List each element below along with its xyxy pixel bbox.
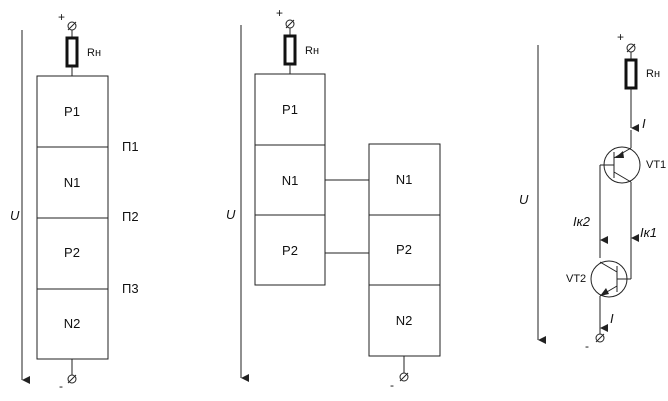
left-label-n1: N1 <box>282 173 299 188</box>
right-layer-p2 <box>368 214 441 286</box>
terminal-bottom-2 <box>399 372 409 382</box>
plus-sign-2: + <box>276 6 283 20</box>
layer-label-n2: N2 <box>64 316 81 331</box>
load-resistor-1 <box>65 36 79 68</box>
left-label-p1: P1 <box>282 102 298 117</box>
plus-sign-1: + <box>58 10 65 24</box>
left-label-p2: P2 <box>282 243 298 258</box>
minus-sign-1: - <box>59 379 63 393</box>
terminal-bottom-3 <box>595 333 605 343</box>
layer-n2 <box>36 288 109 360</box>
terminal-top-3 <box>626 43 636 53</box>
terminal-top-1 <box>67 21 77 31</box>
load-resistor-3 <box>624 58 638 90</box>
current-label-bottom: I <box>610 311 614 326</box>
junction-label-p2: П2 <box>122 209 139 224</box>
left-layer-p1 <box>254 73 326 146</box>
ik1-label: Iк1 <box>640 225 657 240</box>
junction-label-p3: П3 <box>122 281 139 296</box>
current-label-top: I <box>642 116 646 131</box>
rn-label-1: Rн <box>87 47 101 59</box>
right-layer-n2 <box>368 284 441 357</box>
right-layer-n1 <box>368 143 441 216</box>
right-label-n1: N1 <box>396 172 413 187</box>
rn-label-2: Rн <box>305 45 319 57</box>
voltage-label-3: U <box>519 192 529 207</box>
transistor-vt2 <box>590 260 632 298</box>
ik2-label: Iк2 <box>573 214 591 229</box>
voltage-label-2: U <box>226 207 236 222</box>
terminal-bottom-1 <box>67 374 77 384</box>
layer-label-p2: P2 <box>64 245 80 260</box>
diagram-1-four-layer-structure: U + Rн P1 N1 P2 N2 П1 П2 П3 - <box>10 10 139 393</box>
minus-sign-3: - <box>585 339 589 353</box>
rn-label-3: Rн <box>646 68 660 80</box>
vt2-label: VT2 <box>566 273 586 285</box>
junction-label-p1: П1 <box>122 139 139 154</box>
left-layer-p2 <box>254 214 326 286</box>
plus-sign-3: + <box>617 30 624 44</box>
load-resistor-2 <box>283 34 297 66</box>
layer-label-p1: P1 <box>64 104 80 119</box>
right-label-n2: N2 <box>396 313 413 328</box>
layer-p2 <box>36 217 109 290</box>
transistor-vt1 <box>600 130 641 184</box>
terminal-top-2 <box>285 19 295 29</box>
layer-label-n1: N1 <box>64 175 81 190</box>
vt1-label: VT1 <box>646 159 666 171</box>
minus-sign-2: - <box>390 378 394 392</box>
right-label-p2: P2 <box>396 242 412 257</box>
layer-n1 <box>36 146 109 219</box>
diagram-3-equivalent-circuit: U + Rн I VT1 Iк2 Iк1 <box>519 30 666 353</box>
diagram-2-two-transistor-split: U + Rн P1 N1 P2 N1 P2 N2 - <box>226 6 441 392</box>
voltage-label-1: U <box>10 208 20 223</box>
